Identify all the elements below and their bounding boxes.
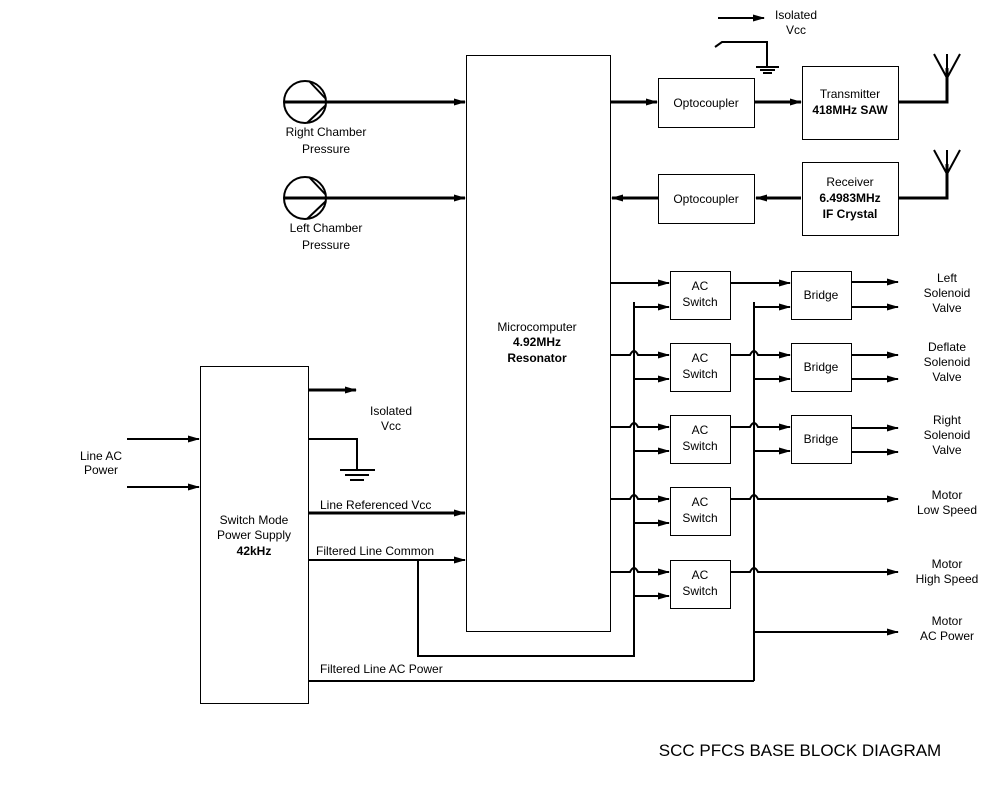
transmitter-block: Transmitter 418MHz SAW [802,66,899,140]
line-ac-label-2: Power [84,463,118,477]
filtered-line-common-label: Filtered Line Common [316,544,434,558]
ac-switch-label-1: AC [692,423,709,437]
output-label-line: Valve [932,301,961,315]
output-label-line: Motor [932,557,963,571]
right-chamber-label-1: Right Chamber [286,125,367,139]
transmitter-detail: 418MHz SAW [812,103,888,117]
ac-switch-4: AC Switch [611,487,731,536]
isolated-vcc-top-label-2: Vcc [786,23,806,37]
right-chamber-label-2: Pressure [302,142,350,156]
rx-antenna-icon [933,149,961,175]
bridge-label: Bridge [804,360,839,374]
output-label-line: Deflate [928,340,966,354]
optocoupler-rx-label: Optocoupler [673,192,738,206]
left-chamber-label-2: Pressure [302,238,350,252]
left-chamber-pressure-sensor: Left Chamber Pressure [283,176,466,252]
psu-label-2: Power Supply [217,528,291,542]
ground-icon [756,66,779,74]
optocoupler-rx: Optocoupler [658,174,755,224]
ac-switch-label-1: AC [692,351,709,365]
ac-switch-label-2: Switch [682,295,717,309]
bridge-label: Bridge [804,432,839,446]
psu-isolated-vcc-label-2: Vcc [381,419,401,433]
ac-switch-label-1: AC [692,568,709,582]
output-label-line: AC Power [920,629,974,643]
output-label-line: High Speed [916,572,979,586]
ac-switch-label-1: AC [692,495,709,509]
optocoupler-tx: Optocoupler [658,78,755,128]
bridge-label: Bridge [804,288,839,302]
transmitter-label: Transmitter [820,87,880,101]
isolated-vcc-top: Isolated Vcc [714,8,817,74]
ac-switch-label-2: Switch [682,367,717,381]
ac-switch-label-2: Switch [682,584,717,598]
ground-icon [340,469,375,481]
tx-antenna-wire [899,68,949,104]
ac-switch-label-2: Switch [682,511,717,525]
diagram-title: SCC PFCS BASE BLOCK DIAGRAM [659,741,941,760]
output-label-line: Low Speed [917,503,977,517]
ac-switch-2: AC Switch [611,343,731,392]
motor-wire-2 [731,567,899,576]
receiver-block: Receiver 6.4983MHz IF Crystal [802,162,899,236]
ac-switch-1: AC Switch [611,271,731,320]
ac-switch-label-1: AC [692,279,709,293]
output-label-line: Solenoid [924,355,971,369]
bridge-3: Bridge [731,415,899,464]
microcomputer-freq: 4.92MHz [513,335,561,349]
filtered-common-bus [417,302,635,657]
receiver-label: Receiver [826,175,873,189]
output-label-line: Right [933,413,962,427]
motor-wire-1 [731,494,899,503]
isolated-vcc-top-label-1: Isolated [775,8,817,22]
psu-freq: 42kHz [237,544,272,558]
filtered-line-ac-power-label: Filtered Line AC Power [320,662,443,676]
output-label-line: Motor [932,614,963,628]
ac-switch-label-2: Switch [682,439,717,453]
psu-label-1: Switch Mode [220,513,289,527]
power-supply-block: Switch Mode Power Supply 42kHz [200,366,309,704]
line-referenced-vcc-label: Line Referenced Vcc [320,498,431,512]
receiver-detail-1: 6.4983MHz [819,191,880,205]
receiver-detail-2: IF Crystal [823,207,878,221]
output-label-line: Solenoid [924,286,971,300]
psu-ground-wire [309,438,358,469]
microcomputer-label: Microcomputer [497,320,576,334]
output-label-line: Valve [932,370,961,384]
optocoupler-tx-label: Optocoupler [673,96,738,110]
output-label-line: Motor [932,488,963,502]
output-label-line: Valve [932,443,961,457]
right-chamber-pressure-sensor: Right Chamber Pressure [283,80,466,156]
tx-antenna-icon [933,53,961,79]
ac-switch-5: AC Switch [611,560,731,609]
microcomputer-block: Microcomputer 4.92MHz Resonator [466,55,611,632]
line-ac-label-1: Line AC [80,449,122,463]
output-label-line: Solenoid [924,428,971,442]
bridge-1: Bridge [731,271,899,320]
psu-isolated-vcc-label-1: Isolated [370,404,412,418]
left-chamber-label-1: Left Chamber [290,221,363,235]
microcomputer-component: Resonator [507,351,567,365]
output-label-line: Left [937,271,958,285]
rx-antenna-wire [899,164,949,200]
bridge-2: Bridge [731,343,899,392]
ac-switch-3: AC Switch [611,415,731,464]
outputs-group: LeftSolenoidValveDeflateSolenoidValveRig… [731,271,978,643]
